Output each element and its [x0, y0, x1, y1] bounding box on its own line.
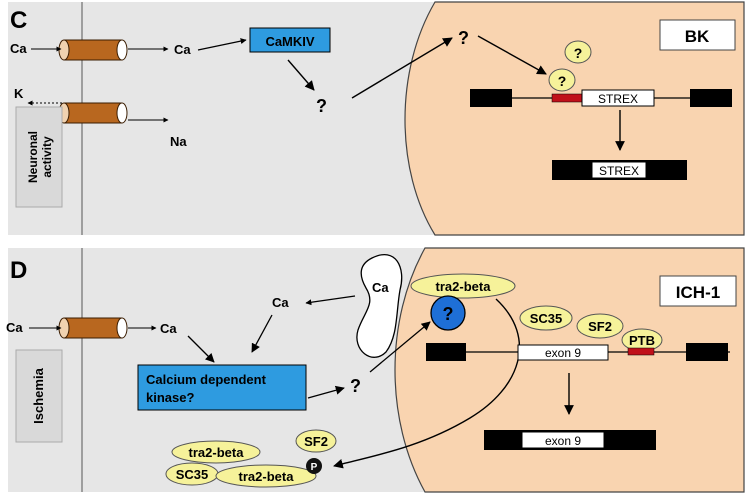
panel-d: D Ca Ca Ca Ca Calcium dependent kinase? … — [6, 247, 745, 493]
ca-store-label: Ca — [372, 280, 389, 295]
ptb-label: PTB — [629, 333, 655, 348]
k-ion-label: K — [14, 86, 24, 101]
strex-regulatory-element — [551, 93, 583, 103]
tra2-beta-nuclear — [410, 273, 516, 299]
arrow-ca-to-kinase — [187, 335, 215, 363]
arrow-store-release — [305, 295, 356, 306]
panel-c: C Ca Ca K Na CaMKIV ? ? BK ? — [8, 1, 745, 236]
ischemia-box — [15, 349, 63, 443]
ca-channel-c — [58, 39, 128, 61]
ca-ion-label-d: Ca — [6, 320, 23, 335]
ca-ion-label-c: Ca — [10, 41, 27, 56]
arrow-q-to-nucleus-c — [351, 37, 453, 99]
tra2-beta-cyto — [171, 440, 261, 464]
arrow-kinase-to-q — [307, 385, 345, 399]
arrow-store-ca-to-kinase — [251, 314, 273, 353]
sc35-nuclear-label: SC35 — [530, 311, 563, 326]
exon9-post — [521, 431, 605, 449]
sf2-cyto — [295, 429, 337, 453]
strex-binding-factor-label: ? — [558, 73, 567, 89]
k-na-channel-c — [58, 102, 128, 124]
sc35-cyto-label: SC35 — [176, 467, 209, 482]
sf2-cyto-label: SF2 — [304, 434, 328, 449]
neuronal-activity-line2: activity — [40, 136, 54, 178]
ptb-binding-element — [627, 347, 655, 356]
ca-cyto-label-c: Ca — [174, 42, 191, 57]
arrow-camkiv-to-q — [287, 59, 315, 91]
unknown-factor-label: ? — [574, 45, 583, 61]
tra2-beta-cyto-label: tra2-beta — [189, 445, 245, 460]
exon-left-d — [426, 343, 466, 361]
tra2-beta-phosphorylated-label: tra2-beta — [239, 469, 295, 484]
exon9-post-label: exon 9 — [545, 434, 581, 448]
strex-binding-factor-oval — [548, 68, 576, 92]
panel-d-nucleus — [394, 247, 745, 493]
calcium-kinase-box — [137, 364, 307, 411]
ca-cyto-label-d: Ca — [160, 321, 177, 336]
camkiv-box — [249, 27, 331, 53]
kinase-label-line2: kinase? — [146, 390, 194, 405]
arrow-ca-to-camkiv — [197, 38, 247, 51]
ich1-gene-box — [659, 275, 737, 307]
unknown-kinase-label: ? — [443, 304, 454, 324]
phosphate-circle — [306, 458, 322, 474]
tra2-beta-nuclear-label: tra2-beta — [436, 279, 492, 294]
sc35-nuclear — [519, 305, 573, 331]
exon-right-c — [690, 89, 732, 107]
unknown-kinase-circle — [430, 295, 466, 331]
ca-top-label-d: Ca — [272, 295, 289, 310]
exon9-pre-label: exon 9 — [545, 346, 581, 360]
strex-exon-post — [591, 161, 647, 179]
arrow-q-to-strex — [477, 35, 547, 75]
tra2-beta-phosphorylated — [215, 464, 317, 488]
arrow-tra2-export — [333, 298, 521, 469]
arrow-q-to-nucleus-d — [369, 321, 431, 373]
unknown-factor-oval — [564, 40, 592, 64]
ca-channel-d — [58, 317, 128, 339]
calcium-store — [356, 254, 403, 358]
ischemia-label: Ischemia — [31, 367, 46, 423]
panel-c-letter: C — [10, 7, 27, 34]
exon9-pre — [517, 344, 609, 361]
phosphate-label: P — [311, 462, 318, 473]
exon-left-c — [470, 89, 512, 107]
neuronal-activity-box — [15, 106, 63, 208]
kinase-label-line1: Calcium dependent — [146, 372, 267, 387]
na-ion-label: Na — [170, 134, 187, 149]
sf2-nuclear — [576, 313, 624, 339]
strex-pre-label: STREX — [598, 92, 638, 106]
exon-right-d — [686, 343, 728, 361]
bk-gene-box — [659, 19, 736, 51]
neuronal-activity-line1: Neuronal — [26, 131, 40, 183]
cyto-question-d: ? — [350, 376, 361, 396]
camkiv-label: CaMKIV — [265, 34, 314, 49]
strex-post-label: STREX — [599, 164, 639, 178]
strex-exon-pre — [581, 89, 655, 107]
panel-d-letter: D — [10, 257, 27, 284]
sf2-nuclear-label: SF2 — [588, 319, 612, 334]
nuc-question-c: ? — [458, 28, 469, 48]
ich1-gene-label: ICH-1 — [676, 283, 720, 302]
cyto-question-c: ? — [316, 96, 327, 116]
bk-gene-label: BK — [685, 27, 710, 46]
